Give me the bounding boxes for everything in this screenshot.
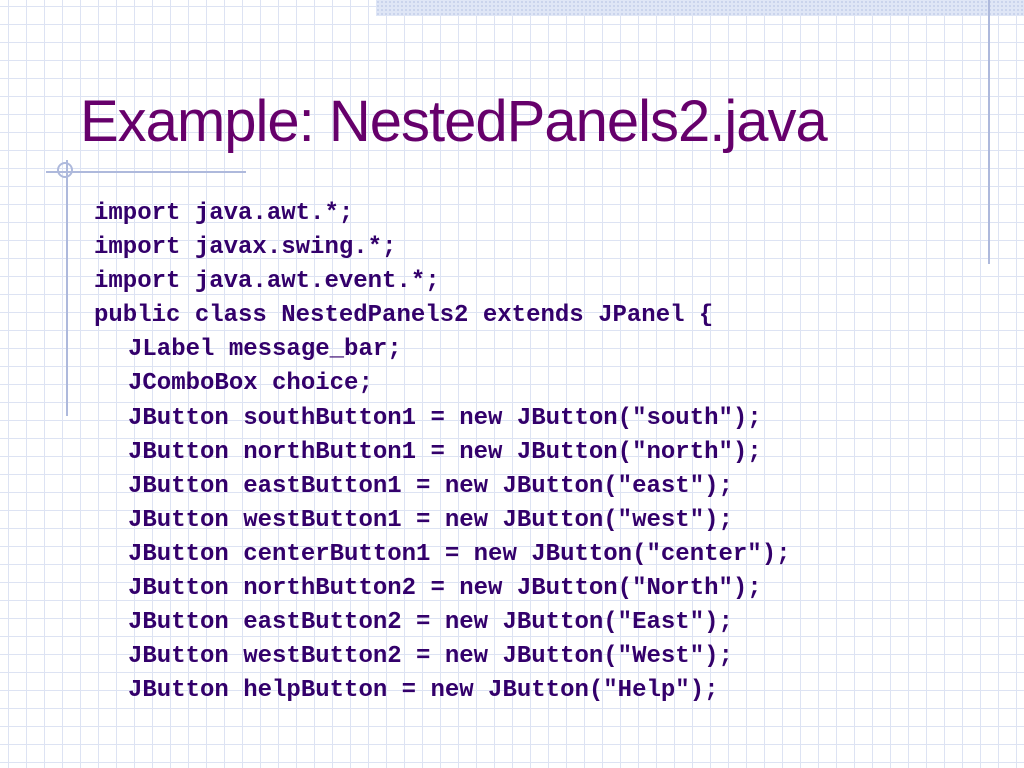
code-line: JButton helpButton = new JButton("Help")…: [128, 677, 719, 705]
ring-ornament-icon: [57, 162, 73, 178]
code-line: JButton northButton2 = new JButton("Nort…: [128, 575, 762, 603]
code-line: import java.awt.event.*;: [94, 268, 440, 296]
right-decorative-line: [988, 0, 990, 264]
code-block: import java.awt.*; import javax.swing.*;…: [94, 197, 791, 708]
code-line: JButton westButton2 = new JButton("West"…: [128, 643, 733, 671]
title-underline: [46, 171, 246, 173]
code-line: import java.awt.*;: [94, 200, 354, 227]
code-line: public class NestedPanels2 extends JPane…: [94, 302, 714, 330]
code-line: JComboBox choice;: [128, 370, 373, 398]
code-line: JButton northButton1 = new JButton("nort…: [128, 438, 762, 466]
code-line: JButton westButton1 = new JButton("west"…: [128, 506, 733, 534]
left-decorative-line: [66, 160, 68, 416]
code-line: import javax.swing.*;: [94, 234, 397, 262]
code-line: JButton eastButton2 = new JButton("East"…: [128, 609, 733, 637]
top-decorative-band: [376, 0, 1024, 16]
code-line: JButton eastButton1 = new JButton("east"…: [128, 472, 733, 500]
code-line: JLabel message_bar;: [128, 336, 402, 364]
code-line: JButton southButton1 = new JButton("sout…: [128, 404, 762, 432]
code-line: JButton centerButton1 = new JButton("cen…: [128, 540, 791, 568]
slide-title: Example: NestedPanels2.java: [80, 89, 828, 154]
